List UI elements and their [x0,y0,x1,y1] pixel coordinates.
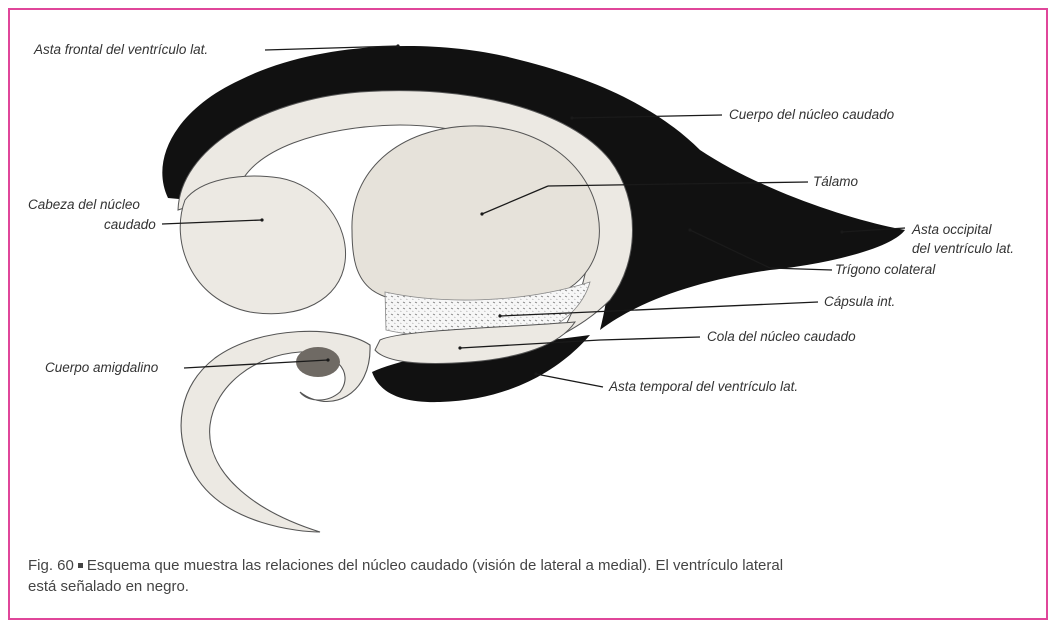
caudate-head [180,176,345,314]
label-asta-temporal: Asta temporal del ventrículo lat. [608,379,798,394]
caption-line-2: está señalado en negro. [28,578,189,595]
caption-prefix: Fig. 60 [28,557,74,574]
label-cabeza-2: caudado [104,217,156,232]
label-trigono: Trígono colateral [835,262,936,277]
figure-caption: Fig. 60 Esquema que muestra las relacione… [28,555,1028,597]
label-asta-frontal: Asta frontal del ventrículo lat. [33,42,208,57]
bullet-square-icon [78,563,83,568]
label-cola: Cola del núcleo caudado [707,329,856,344]
caption-line-1: Esquema que muestra las relaciones del n… [87,557,783,574]
label-asta-occipital-1: Asta occipital [911,222,993,237]
leader-asta-temporal [536,374,603,387]
label-amigdalino: Cuerpo amigdalino [45,360,159,375]
label-cuerpo-nucleo: Cuerpo del núcleo caudado [729,107,895,122]
label-cabeza-1: Cabeza del núcleo [28,197,140,212]
label-asta-occipital-2: del ventrículo lat. [912,241,1014,256]
label-capsula: Cápsula int. [824,294,895,309]
temporal-hook [181,331,370,532]
label-talamo: Tálamo [813,174,859,189]
